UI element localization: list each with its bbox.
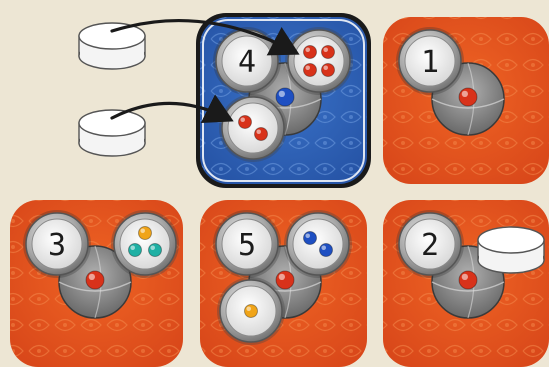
center-gem — [459, 271, 477, 289]
tile-number: 4 — [238, 45, 256, 80]
number-dial: 3 — [23, 210, 91, 278]
placed-marker — [478, 227, 544, 273]
supply-markers — [79, 23, 145, 156]
gem-socket[interactable] — [217, 277, 285, 345]
gem-red — [322, 46, 335, 59]
gem-yellow — [245, 305, 258, 318]
tile-1[interactable]: 1 — [383, 17, 549, 184]
tile-number: 2 — [421, 228, 439, 263]
gem-socket[interactable] — [285, 27, 353, 95]
gem-blue — [320, 244, 333, 257]
tile-number: 3 — [48, 228, 66, 263]
center-gem — [276, 271, 294, 289]
tile-2[interactable]: 2 — [383, 200, 549, 367]
gem-red — [239, 116, 252, 129]
number-dial: 1 — [396, 27, 464, 95]
tile-number: 5 — [238, 228, 256, 263]
gem-yellow — [139, 227, 152, 240]
gem-teal — [149, 244, 162, 257]
center-gem — [276, 88, 294, 106]
gem-socket[interactable] — [284, 210, 352, 278]
number-dial: 5 — [213, 210, 281, 278]
gem-red — [255, 128, 268, 141]
gem-red — [322, 64, 335, 77]
tile-3[interactable]: 3 — [10, 200, 183, 367]
tile-4[interactable]: 4 — [196, 13, 371, 188]
gem-socket[interactable] — [111, 210, 179, 278]
gem-red — [304, 46, 317, 59]
gem-blue — [304, 232, 317, 245]
center-gem — [459, 88, 477, 106]
gem-socket[interactable] — [219, 94, 287, 162]
tile-number: 1 — [421, 45, 439, 80]
gem-teal — [129, 244, 142, 257]
tile-5[interactable]: 5 — [200, 200, 367, 367]
number-dial: 4 — [213, 27, 281, 95]
gem-red — [304, 64, 317, 77]
number-dial: 2 — [396, 210, 464, 278]
center-gem — [86, 271, 104, 289]
